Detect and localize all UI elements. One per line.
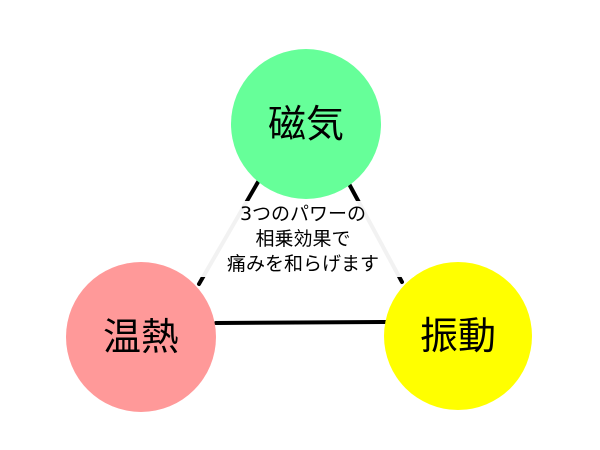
node-heat-label: 温熱 (102, 315, 179, 359)
link-heat-vibration (214, 320, 388, 325)
node-vibration: 振動 (384, 262, 532, 410)
caption-line-3: 痛みを和らげます (226, 252, 379, 275)
caption-line-1: 3つのパワーの (239, 202, 367, 225)
center-caption: 3つのパワーの 相乗効果で 痛みを和らげます (192, 201, 414, 277)
node-magnetism: 磁気 (231, 49, 381, 199)
node-heat: 温熱 (66, 262, 216, 412)
caption-line-2: 相乗効果で (255, 227, 351, 250)
node-vibration-label: 振動 (419, 314, 496, 358)
node-magnetism-label: 磁気 (267, 102, 344, 146)
